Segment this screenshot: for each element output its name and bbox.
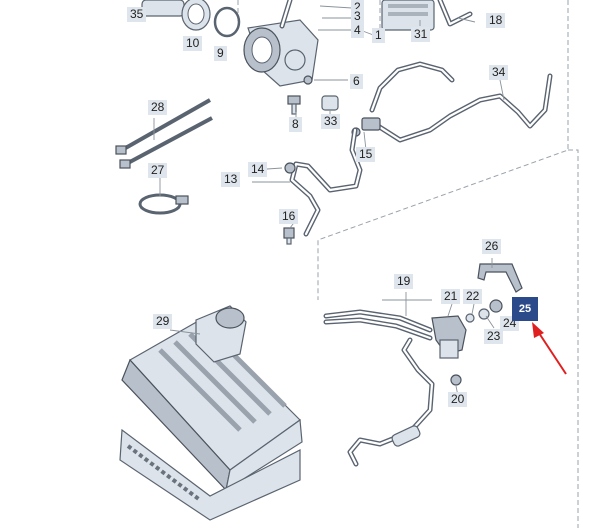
part-14: [284, 162, 296, 174]
part-6: [303, 75, 313, 85]
label-8: 8: [289, 117, 302, 132]
label-25-highlighted[interactable]: 25: [512, 297, 538, 321]
label-34: 34: [489, 65, 509, 80]
label-21: 21: [441, 289, 461, 304]
label-10: 10: [183, 36, 203, 51]
pointer-arrow: [532, 322, 567, 375]
part-20: [450, 374, 462, 386]
part-26: [477, 263, 523, 293]
label-23: 23: [484, 329, 504, 344]
part-21: [431, 315, 467, 359]
label-35: 35: [127, 7, 147, 22]
label-3: 3: [351, 9, 364, 24]
part-10: [181, 0, 211, 31]
pipe-13: [289, 127, 363, 237]
assembly-boundary: [317, 0, 579, 528]
part-27: [138, 193, 189, 215]
part-31: [381, 0, 435, 31]
label-1: 1: [372, 28, 385, 43]
part-22: [465, 313, 475, 323]
part-28: [115, 98, 213, 169]
label-19: 19: [394, 274, 414, 289]
part-16: [283, 227, 295, 245]
label-18: 18: [486, 13, 506, 28]
label-20: 20: [448, 392, 468, 407]
pipe-19: [323, 309, 435, 467]
part-24: [489, 299, 503, 313]
part-9: [213, 6, 241, 38]
part-33: [321, 95, 339, 111]
pipe-filter: [391, 425, 421, 447]
label-6: 6: [350, 74, 363, 89]
label-4: 4: [351, 23, 364, 38]
part-29-airbox: [119, 305, 303, 521]
pipe-34: [369, 61, 553, 143]
label-22: 22: [463, 289, 483, 304]
label-9: 9: [214, 46, 227, 61]
label-27: 27: [148, 163, 168, 178]
label-15: 15: [356, 147, 376, 162]
label-16: 16: [279, 209, 299, 224]
part-throttle-housing: [243, 19, 319, 87]
part-8: [287, 95, 301, 115]
label-26: 26: [482, 239, 502, 254]
label-31: 31: [411, 27, 431, 42]
label-13: 13: [221, 172, 241, 187]
label-28: 28: [148, 100, 168, 115]
label-29: 29: [153, 314, 173, 329]
label-33: 33: [321, 114, 341, 129]
part-35: [141, 0, 185, 17]
label-14: 14: [248, 162, 268, 177]
